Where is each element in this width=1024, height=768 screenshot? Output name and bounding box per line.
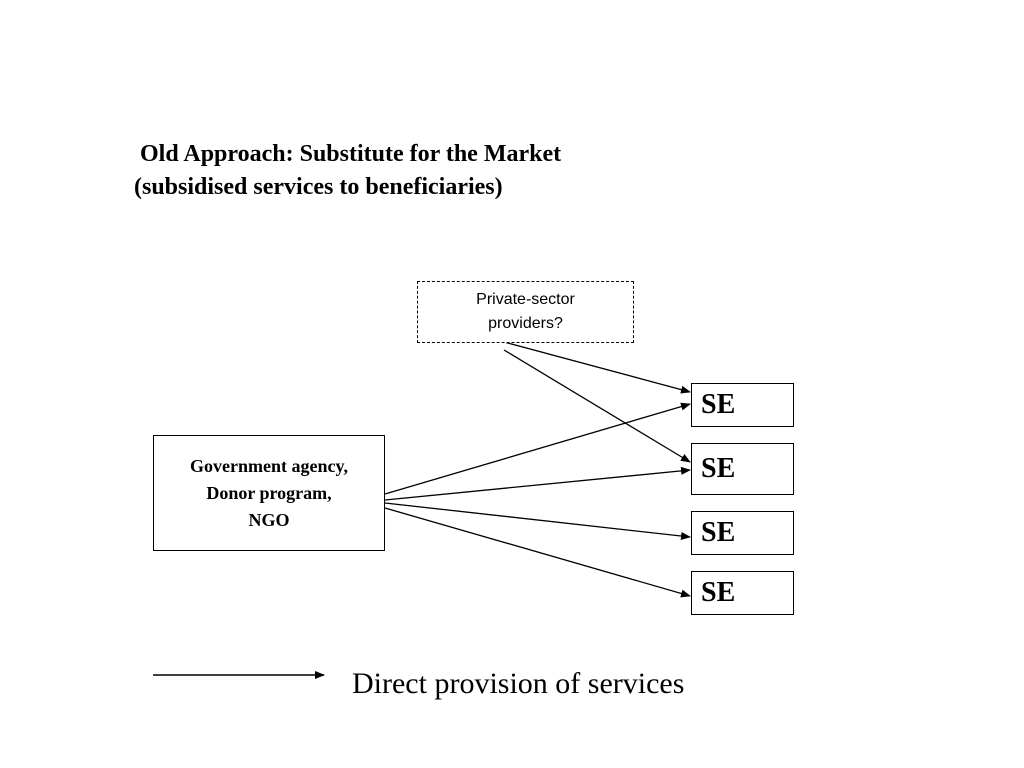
government-agency-box: Government agency, Donor program, NGO — [153, 435, 385, 551]
arrow-private-to-se-1 — [503, 341, 691, 394]
se-box-3: SE — [691, 511, 794, 555]
se-box-2: SE — [691, 443, 794, 495]
government-line-1: Government agency, — [190, 455, 348, 476]
government-line-2: Donor program, — [206, 482, 332, 503]
se-box-4: SE — [691, 571, 794, 615]
arrow-private-to-se-2 — [503, 349, 691, 463]
private-sector-line-2: providers? — [488, 315, 563, 332]
private-sector-line-1: Private-sector — [476, 291, 575, 308]
se-label: SE — [701, 453, 736, 484]
se-label: SE — [701, 577, 736, 608]
arrow-gov-to-se-1 — [384, 402, 691, 495]
private-sector-providers-box: Private-sector providers? — [417, 281, 634, 343]
se-label: SE — [701, 517, 736, 548]
government-line-3: NGO — [248, 509, 290, 530]
legend-label: Direct provision of services — [352, 667, 685, 700]
title-line-2: (subsidised services to beneficiaries) — [134, 174, 503, 200]
arrow-gov-to-se-4 — [384, 507, 691, 598]
se-label: SE — [701, 389, 736, 420]
arrow-gov-to-se-3 — [384, 502, 691, 540]
diagram-title: Old Approach: Substitute for the Market … — [134, 138, 561, 204]
se-box-1: SE — [691, 383, 794, 427]
title-line-1: Old Approach: Substitute for the Market — [140, 141, 562, 167]
arrow-gov-to-se-2 — [384, 466, 691, 501]
